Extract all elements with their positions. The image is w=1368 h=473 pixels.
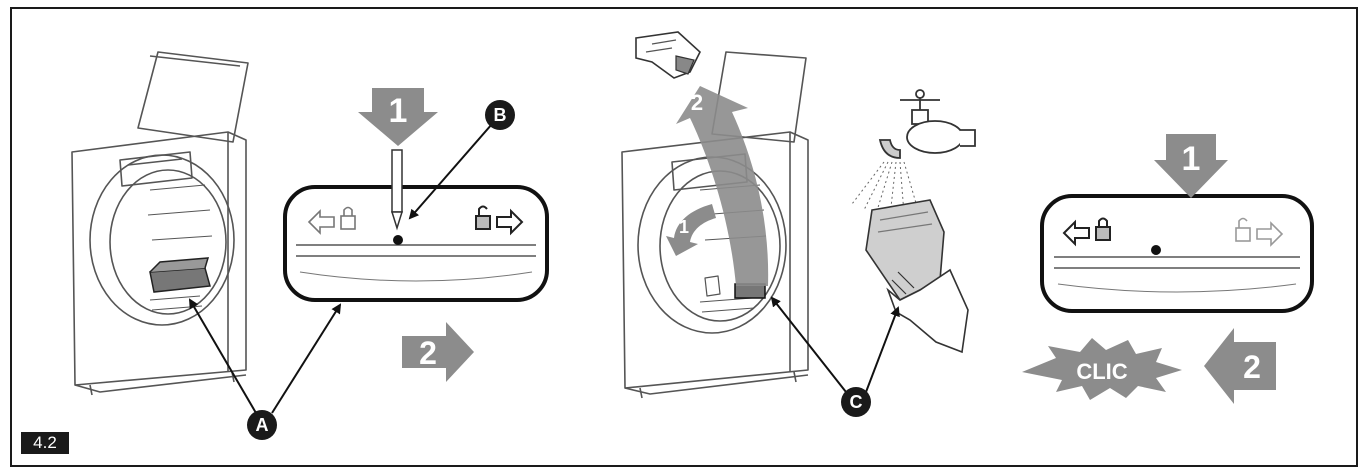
unlock-arrow-right-icon — [475, 205, 524, 236]
callout-c-label: C — [850, 392, 863, 412]
dryer-body — [71, 131, 247, 386]
figure-frame — [10, 7, 1358, 467]
step2-arrow-panel5: 2 — [1204, 328, 1276, 404]
step2-arrow-panel2: 2 — [402, 322, 474, 382]
lock-arrow-left-icon — [307, 206, 356, 235]
step2-arrow-panel5-shape — [1204, 328, 1276, 404]
dryer-illustration-left — [71, 51, 249, 396]
step1-label-panel3: 1 — [679, 217, 689, 237]
unlock-arrow-right-icon-right — [1235, 217, 1284, 247]
step1-label-panel5: 1 — [1182, 140, 1201, 178]
step2-label-panel2: 2 — [419, 335, 437, 371]
filter-closeup-right — [1040, 194, 1314, 313]
drum-door-ring — [89, 154, 235, 326]
callout-b: B — [408, 100, 515, 220]
step2-curved-arrow-panel3: 2 — [676, 86, 769, 286]
water-tap-icon — [878, 89, 976, 159]
filter-removed-icon — [635, 31, 701, 79]
clic-burst-shape — [1022, 338, 1182, 400]
callout-a-label: A — [256, 415, 269, 435]
clic-burst: CLIC — [1022, 338, 1182, 400]
step2-label-panel5: 2 — [1243, 349, 1261, 385]
step1-arrow-panel2: 1 — [358, 88, 438, 146]
step2-curved-arrow-panel3-shape — [676, 86, 769, 286]
lock-arrow-left-icon-right — [1062, 217, 1111, 247]
dryer-lid — [137, 51, 249, 143]
clic-label: CLIC — [1076, 359, 1127, 384]
figure-number-badge: 4.2 — [21, 432, 69, 454]
step1-label-panel2: 1 — [389, 92, 408, 130]
step1-curved-arrow-panel3: 1 — [666, 204, 716, 256]
callout-a: A — [188, 298, 342, 440]
step1-arrow-panel5: 1 — [1154, 134, 1228, 198]
step1-curved-arrow-panel3-shape — [666, 204, 716, 256]
callout-c: C — [770, 296, 900, 417]
step2-label-panel3: 2 — [691, 90, 703, 115]
filter-slot — [734, 283, 766, 299]
step1-arrow-panel2-shape — [358, 88, 438, 146]
release-hole-right — [1151, 245, 1161, 255]
hand-holding-filter — [865, 199, 969, 354]
filter-closeup-left — [283, 185, 549, 302]
step1-arrow-panel5-shape — [1154, 134, 1228, 198]
step2-arrow-panel2-shape — [402, 322, 474, 382]
filter-in-dryer — [149, 257, 211, 293]
pen-tool — [390, 149, 404, 231]
callout-b-label: B — [494, 105, 507, 125]
release-hole — [393, 235, 403, 245]
